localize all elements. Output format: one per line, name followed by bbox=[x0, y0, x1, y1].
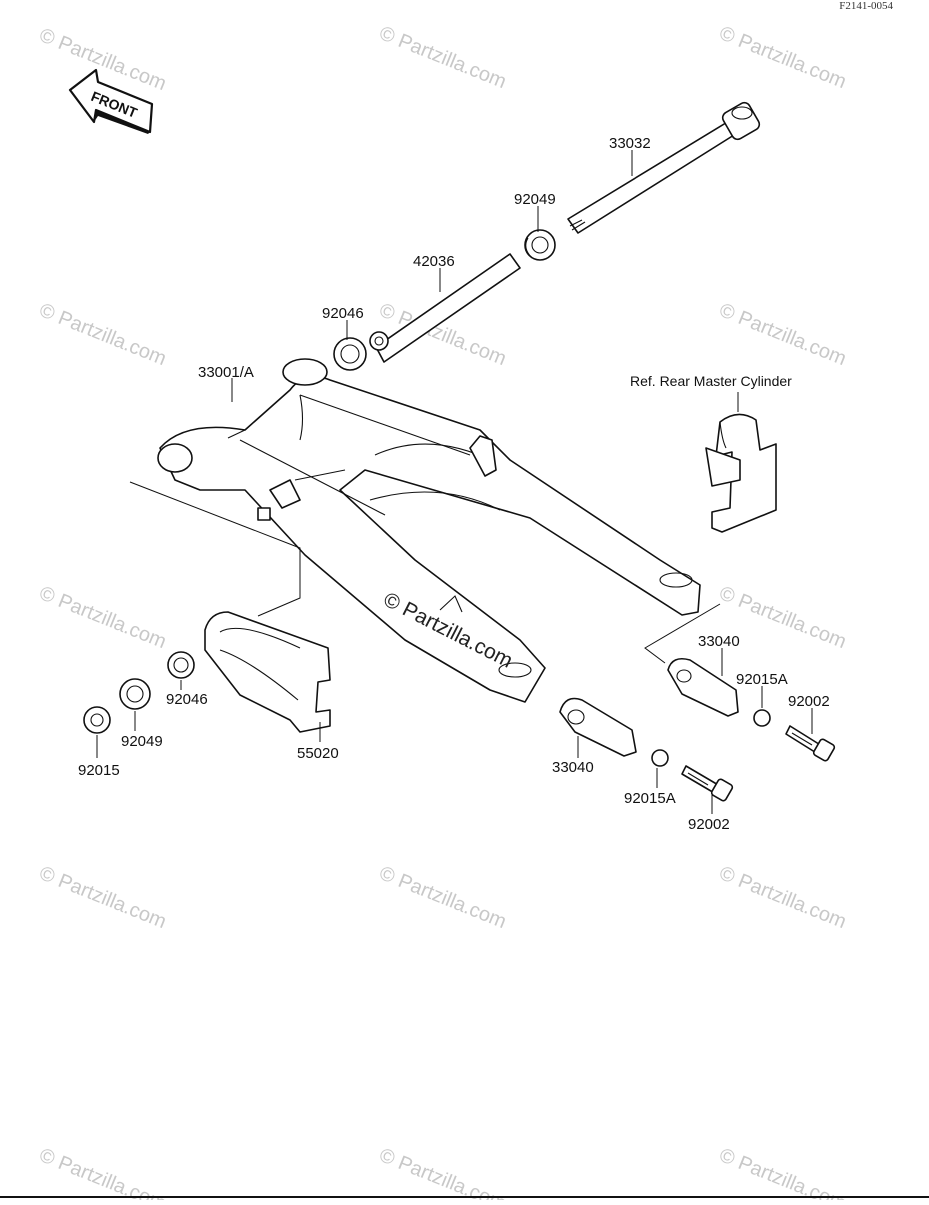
part-label-92015A-right: 92015A bbox=[736, 671, 788, 688]
swingarm-33001A bbox=[157, 358, 701, 703]
reference-note: Ref. Rear Master Cylinder bbox=[630, 373, 792, 389]
watermark: © Partzilla.com bbox=[716, 22, 849, 93]
part-label-33040-lower: 33040 bbox=[552, 759, 594, 776]
watermark: © Partzilla.com bbox=[376, 22, 509, 93]
part-label-92002-lower: 92002 bbox=[688, 816, 730, 833]
watermark: © Partzilla.com bbox=[36, 582, 169, 653]
part-label-92015-left: 92015 bbox=[78, 762, 120, 779]
chain-adjuster-33040-right bbox=[667, 657, 739, 717]
bolt-92002-right bbox=[785, 725, 836, 762]
part-label-33032: 33032 bbox=[609, 135, 651, 152]
part-label-55020: 55020 bbox=[297, 745, 339, 762]
watermark: © Partzilla.com bbox=[716, 862, 849, 933]
bearing-92046-left bbox=[167, 651, 195, 679]
part-label-42036: 42036 bbox=[413, 253, 455, 270]
watermark: © Partzilla.com bbox=[376, 862, 509, 933]
part-label-33040-right: 33040 bbox=[698, 633, 740, 650]
part-label-92046-top: 92046 bbox=[322, 305, 364, 322]
axle-33032 bbox=[567, 101, 761, 234]
watermark: © Partzilla.com bbox=[36, 862, 169, 933]
part-label-92002-right: 92002 bbox=[788, 693, 830, 710]
watermark: © Partzilla.com bbox=[36, 1144, 169, 1200]
watermark: © Partzilla.com bbox=[716, 1144, 849, 1200]
part-label-92015A-lower: 92015A bbox=[624, 790, 676, 807]
bolt-92002-lower bbox=[681, 765, 734, 802]
sleeve-42036 bbox=[369, 253, 521, 363]
watermark: © Partzilla.com bbox=[36, 299, 169, 370]
chain-adjuster-33040-lower bbox=[559, 697, 637, 757]
bearing-92046-top bbox=[333, 337, 367, 371]
watermark: © Partzilla.com bbox=[716, 299, 849, 370]
part-labels: 33032 92049 42036 92046 33001/A 33040 92… bbox=[78, 135, 830, 833]
part-label-92046-left: 92046 bbox=[166, 691, 208, 708]
nut-92015A-lower bbox=[651, 749, 669, 767]
collar-92015-left bbox=[83, 706, 111, 734]
leader-lines bbox=[96, 150, 813, 814]
part-label-33001A: 33001/A bbox=[198, 364, 254, 381]
collar-92049-top bbox=[524, 229, 556, 261]
master-cylinder-bracket bbox=[705, 413, 777, 533]
seal-92049-left bbox=[119, 678, 151, 710]
watermark: © Partzilla.com bbox=[376, 1144, 509, 1200]
part-label-92049-top: 92049 bbox=[514, 191, 556, 208]
nut-92015A-right bbox=[753, 709, 771, 727]
diagram-code: F2141-0054 bbox=[839, 0, 893, 12]
part-label-92049-left: 92049 bbox=[121, 733, 163, 750]
chain-guard-55020 bbox=[204, 611, 331, 733]
